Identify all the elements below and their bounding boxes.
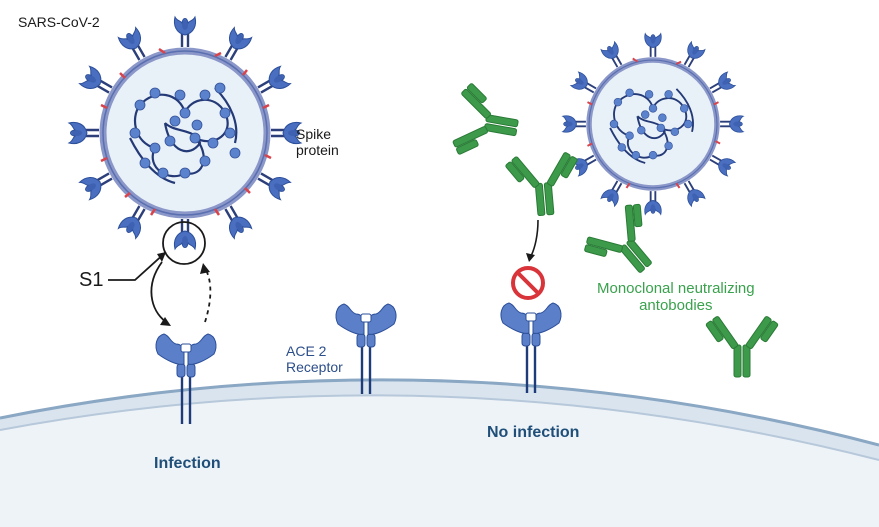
bind-arrow	[150, 261, 167, 323]
s1-pointer-arrowhead	[157, 252, 166, 262]
spike-label-line2: protein	[296, 142, 339, 159]
inhibition-icon	[511, 266, 545, 300]
s1-pointer-line	[108, 251, 167, 281]
diagram-title: SARS-CoV-2	[18, 14, 100, 30]
ace-label-line2: Receptor	[286, 359, 343, 376]
virus-right	[561, 32, 745, 216]
antibody-1	[449, 80, 524, 165]
mono-label-line2: antobodies	[639, 297, 713, 315]
infection-label: Infection	[154, 455, 221, 472]
block-arrowhead	[526, 253, 535, 262]
spike-protein-label: Spike protein	[296, 126, 339, 158]
s1-highlight-circle	[162, 221, 206, 265]
release-arrow	[204, 269, 212, 323]
antibody-4	[705, 315, 779, 378]
ace-label-line1: ACE 2	[286, 343, 327, 359]
bind-arrowhead	[160, 317, 171, 326]
antibody-2	[503, 150, 583, 219]
no-infection-label: No infection	[487, 424, 580, 441]
ace2-receptor-label: ACE 2 Receptor	[286, 343, 343, 375]
virus-left	[67, 15, 303, 251]
host-cell	[0, 378, 879, 527]
antibodies-label: Monoclonal neutralizing antobodies	[597, 280, 755, 315]
ace2-receptor-blocked	[499, 301, 563, 395]
release-arrowhead	[200, 263, 210, 274]
s1-label: S1	[79, 269, 104, 291]
block-arrow	[530, 219, 539, 257]
spike-label-line1: Spike	[296, 126, 332, 142]
mono-label-line1: Monoclonal neutralizing	[597, 280, 755, 297]
